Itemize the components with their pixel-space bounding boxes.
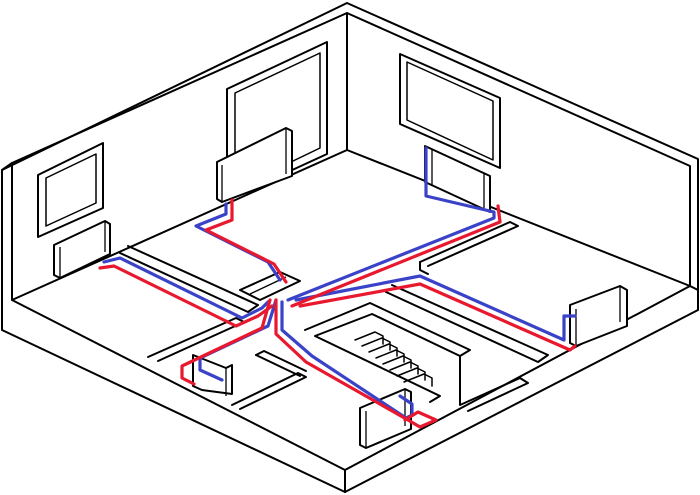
wall-right-upper: [419, 221, 519, 267]
wall-small-room: [255, 354, 301, 377]
wall-corridor-right: [385, 284, 549, 363]
wall-small-room-b: [255, 350, 307, 372]
radiator-right: [569, 285, 628, 347]
supply-pipe-back: [204, 198, 288, 284]
return-pipes: [102, 146, 577, 420]
wall-right-cap: [419, 261, 429, 275]
supply-pipe-left: [98, 264, 274, 328]
supply-pipes: [98, 198, 577, 429]
window-left: [37, 142, 104, 238]
supply-pipe-right: [298, 282, 577, 352]
supply-pipe-front: [274, 298, 438, 429]
left-outer-wall: [1, 162, 346, 493]
supply-pipe-right-back: [290, 204, 502, 308]
radiator-left: [53, 220, 111, 279]
radiator-back: [216, 127, 293, 203]
outer-rim: [1, 2, 699, 311]
wall-front-lower: [231, 372, 307, 410]
wall-back-left: [119, 245, 259, 313]
window-right: [399, 53, 501, 169]
return-pipe-right: [294, 274, 577, 342]
wall-left-lower: [147, 317, 245, 362]
return-pipe-left: [102, 256, 270, 320]
manifold: [239, 271, 301, 301]
heating-pipes: [98, 146, 577, 429]
interior-walls: [119, 221, 549, 412]
radiator-front: [359, 388, 412, 449]
staircase: [354, 331, 433, 387]
return-pipe-back: [194, 202, 282, 282]
radiators: [53, 127, 628, 449]
inner-rim: [11, 12, 691, 287]
manifold-box: [239, 271, 301, 301]
floor-back-edges: [11, 149, 691, 301]
supply-pipe-front-left: [180, 298, 272, 386]
return-pipe-right-back: [286, 146, 496, 302]
stair-enclosure: [304, 302, 471, 403]
stair-right-wall: [459, 355, 529, 412]
